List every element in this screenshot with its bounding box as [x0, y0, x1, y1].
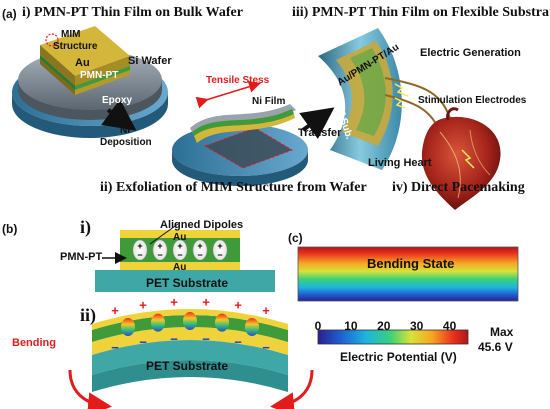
living-heart — [421, 107, 501, 210]
label-epoxy: Epoxy — [102, 95, 133, 106]
charge-plus: + — [139, 297, 147, 312]
bending-arrow-right — [270, 369, 314, 409]
label-max: Max — [490, 325, 514, 339]
panel-label-b: (b) — [2, 222, 18, 236]
bent-dipole — [121, 318, 135, 337]
label-stimulation-electrodes: Stimulation Electrodes — [418, 95, 527, 106]
potential-colorbar — [317, 329, 469, 345]
label-aligned-dipoles: Aligned Dipoles — [160, 219, 244, 231]
surface-charges: + − + − + − + − + − + − — [111, 294, 270, 355]
panel-b-ii-label: ii) — [80, 305, 96, 325]
label-au-top: Au — [173, 232, 187, 243]
label-au-bottom: Au — [173, 262, 187, 273]
colorbar-tick-label: 30 — [409, 319, 424, 333]
dipole-row-unbent: +−+−+−+−+− — [132, 239, 228, 261]
aligned-dipoles-pointer — [149, 223, 179, 245]
charge-plus: + — [111, 303, 119, 318]
step-iv-title: iv) Direct Pacemaking — [392, 180, 525, 195]
arrow-transfer — [299, 107, 335, 140]
dipole-minus: − — [217, 250, 222, 260]
dipole-minus: − — [197, 250, 202, 260]
tensile-stress-arrow — [195, 80, 261, 109]
label-transfer: Transfer — [298, 127, 342, 139]
label-pmn-pt-b: PMN-PT — [60, 251, 103, 263]
bending-state-contour — [297, 246, 519, 302]
panel-label-a: (a) — [2, 7, 17, 21]
exfoliation-wafer — [172, 124, 308, 186]
charge-plus: + — [170, 294, 178, 309]
label-living-heart: Living Heart — [368, 157, 432, 169]
dipole: +− — [152, 239, 168, 261]
bending-arrow-left — [68, 369, 112, 409]
charge-minus: − — [139, 334, 147, 349]
dipole-minus: − — [177, 250, 182, 260]
dipole: +− — [132, 239, 148, 261]
panel-label-c: (c) — [288, 231, 303, 245]
step-i-title: i) PMN-PT Thin Film on Bulk Wafer — [22, 5, 243, 20]
label-bending: Bending — [12, 337, 56, 349]
charge-plus: + — [202, 294, 210, 309]
charge-minus: − — [111, 340, 119, 355]
label-si-wafer: Si Wafer — [128, 55, 172, 67]
label-deposition: Deposition — [100, 137, 152, 148]
label-mim: MIM — [61, 29, 81, 40]
mim-highlight-circle — [45, 33, 59, 47]
arrow-deposition — [101, 98, 137, 131]
dipole-plus: + — [197, 241, 202, 251]
colorbar-tick-label: 10 — [344, 319, 358, 333]
dipole-minus: − — [137, 250, 142, 260]
dipole: +− — [212, 239, 228, 261]
charge-minus: − — [262, 340, 270, 355]
dipole: +− — [192, 239, 208, 261]
colorbar-tick-label: 20 — [377, 319, 391, 333]
label-pet-substrate-top: PET Substrate — [146, 276, 229, 290]
label-electric-potential: Electric Potential (V) — [340, 350, 457, 364]
label-ni-film: Ni Film — [252, 96, 286, 107]
charge-minus: − — [170, 331, 178, 346]
colorbar-tick-label: 0 — [314, 319, 322, 333]
charge-plus: + — [234, 298, 242, 313]
label-pet-substrate-bottom: PET Substrate — [146, 359, 229, 373]
dipole: +− — [172, 239, 188, 261]
label-ni: Ni — [120, 125, 130, 136]
dipole-plus: + — [177, 241, 182, 251]
label-max-value: 45.6 V — [478, 340, 513, 354]
colorbar-tick-label: 40 — [442, 319, 457, 333]
dipole-plus: + — [157, 241, 162, 251]
label-bending-state: Bending State — [367, 256, 455, 271]
charge-plus: + — [262, 303, 270, 318]
step-ii-title: ii) Exfoliation of MIM Structure from Wa… — [100, 180, 367, 195]
dipole-minus: − — [157, 250, 162, 260]
panel-b-i-label: i) — [80, 217, 91, 237]
bent-dipole — [151, 313, 165, 332]
step-iii-title: iii) PMN-PT Thin Film on Flexible Substr… — [292, 5, 550, 20]
dipole-plus: + — [137, 241, 142, 251]
label-au-wafer: Au — [75, 57, 90, 69]
label-pmn-pt-wafer: PMN-PT — [80, 70, 119, 81]
bent-dipole — [245, 318, 259, 337]
dipole-plus: + — [217, 241, 222, 251]
charge-minus: − — [202, 331, 210, 346]
label-tensile-stress: Tensile Stess — [206, 75, 270, 86]
flexible-device — [318, 28, 451, 170]
peeled-film — [190, 104, 296, 143]
bent-dipole — [183, 312, 197, 330]
bent-dipole — [215, 313, 229, 332]
label-structure: Structure — [53, 41, 98, 52]
label-electric-generation: Electric Generation — [420, 47, 521, 59]
dipole-row-bent — [121, 312, 259, 337]
panel-b-ii-device — [92, 309, 288, 392]
charge-minus: − — [234, 335, 242, 350]
